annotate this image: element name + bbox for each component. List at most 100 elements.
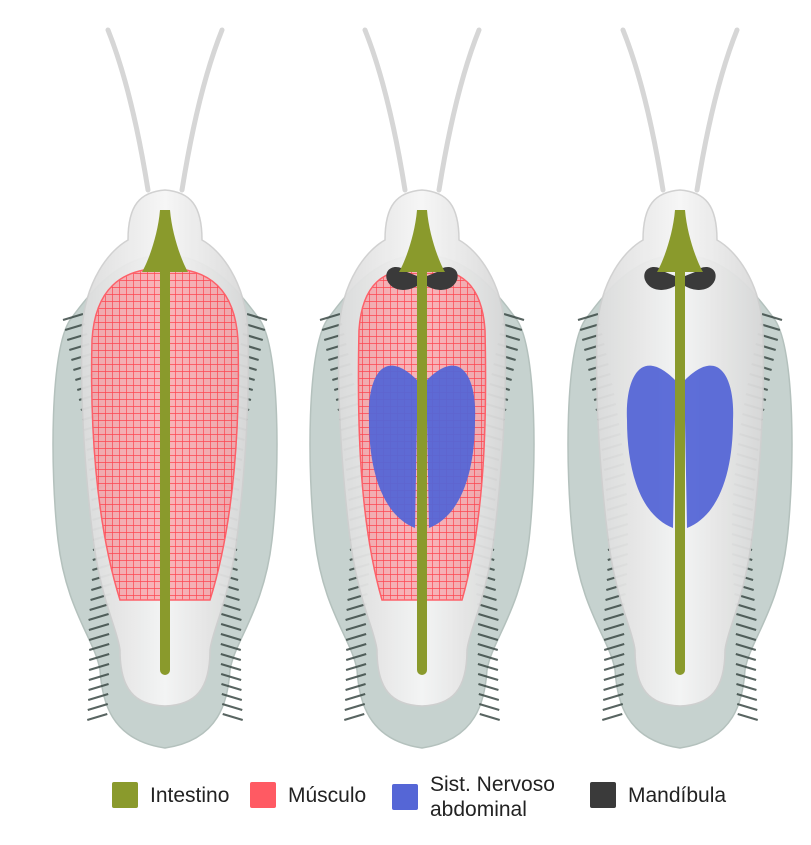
stripe — [246, 312, 268, 322]
stripe — [221, 682, 242, 692]
stripe — [88, 652, 110, 662]
stripe — [220, 622, 242, 632]
stripe — [345, 652, 367, 662]
stripe — [221, 702, 243, 712]
intestine-head — [399, 210, 445, 272]
legend-item-mandibula: Mandíbula — [590, 782, 726, 808]
antenna-left — [105, 27, 151, 193]
nerve-lobe-right — [685, 365, 734, 528]
stripe — [735, 632, 757, 642]
stripe — [602, 692, 624, 702]
stripe — [87, 702, 109, 712]
stripe — [345, 682, 366, 692]
stripe — [220, 672, 242, 682]
stripe — [343, 712, 365, 722]
legend-item-musculo: Músculo — [250, 782, 366, 808]
stripe — [345, 642, 367, 652]
stripe — [345, 612, 366, 622]
stripe — [89, 602, 110, 612]
stripe — [736, 682, 757, 692]
panel-musculo-nervoso-mandibula — [309, 27, 535, 749]
stripe — [220, 642, 242, 652]
stripe — [603, 632, 625, 642]
stripe — [87, 692, 109, 702]
stripe — [477, 602, 498, 612]
stripe — [221, 612, 242, 622]
stripe — [220, 632, 242, 642]
stripe — [345, 632, 367, 642]
stripe — [477, 662, 499, 672]
stripe — [221, 692, 243, 702]
stripe — [761, 312, 783, 322]
stripe — [62, 312, 84, 322]
legend-item-intestino: Intestino — [112, 782, 229, 808]
stripe — [735, 652, 757, 662]
stripe — [346, 602, 367, 612]
stripe — [345, 672, 367, 682]
legend-label-mandibula: Mandíbula — [628, 783, 727, 807]
stripe — [477, 672, 499, 682]
stripe — [602, 702, 624, 712]
stripe — [319, 312, 341, 322]
stripe — [88, 632, 110, 642]
stripe — [603, 682, 624, 692]
stripe — [477, 652, 499, 662]
stripe — [220, 662, 242, 672]
legend: Intestino Músculo Sist. Nervoso abdomina… — [0, 770, 811, 840]
stripe — [736, 702, 758, 712]
nerve-lobe-left — [626, 365, 675, 528]
stripe — [477, 622, 499, 632]
swatch-musculo — [250, 782, 276, 808]
stripe — [88, 642, 110, 652]
stripe — [88, 662, 110, 672]
stripe — [478, 612, 499, 622]
stripe — [603, 672, 625, 682]
swatch-mandibula — [590, 782, 616, 808]
stripe — [603, 642, 625, 652]
legend-label-intestino: Intestino — [150, 783, 230, 807]
stripe — [735, 662, 757, 672]
stripe — [736, 612, 757, 622]
intestine-tube — [675, 265, 685, 675]
stripe — [478, 702, 500, 712]
stripe — [345, 622, 367, 632]
intestine-tube — [417, 265, 427, 675]
stripe — [577, 312, 599, 322]
stripe — [220, 602, 241, 612]
stripe — [735, 622, 757, 632]
nerve-lobe-left — [368, 365, 417, 528]
antenna-right — [694, 27, 740, 193]
antenna-right — [436, 27, 482, 193]
legend-label-nervoso: Sist. Nervoso abdominal — [430, 773, 555, 821]
antenna-left — [620, 27, 666, 193]
panel-intestino-musculo — [52, 27, 278, 749]
stripe — [478, 682, 499, 692]
stripe — [220, 652, 242, 662]
antenna-left — [362, 27, 408, 193]
stripe — [344, 702, 366, 712]
stripe — [88, 672, 110, 682]
organism-figure — [52, 27, 793, 749]
stripe — [86, 712, 108, 722]
stripe — [736, 692, 758, 702]
stripe — [735, 672, 757, 682]
stripe — [477, 632, 499, 642]
swatch-intestino — [112, 782, 138, 808]
stripe — [601, 712, 623, 722]
legend-label-musculo: Músculo — [288, 783, 367, 807]
stripe — [603, 662, 625, 672]
stripe — [604, 602, 625, 612]
antenna-right — [179, 27, 225, 193]
stripe — [478, 692, 500, 702]
nerve-lobe-right — [427, 365, 476, 528]
intestine-head — [142, 210, 188, 272]
legend-item-nervoso: Sist. Nervoso abdominal — [392, 772, 555, 822]
intestine-tube — [160, 265, 170, 675]
stripe — [222, 712, 244, 722]
stripe — [88, 682, 109, 692]
stripe — [345, 662, 367, 672]
stripe — [735, 642, 757, 652]
panel-nervoso-mandibula — [567, 27, 793, 749]
stripe — [735, 602, 756, 612]
intestine-head — [657, 210, 703, 272]
